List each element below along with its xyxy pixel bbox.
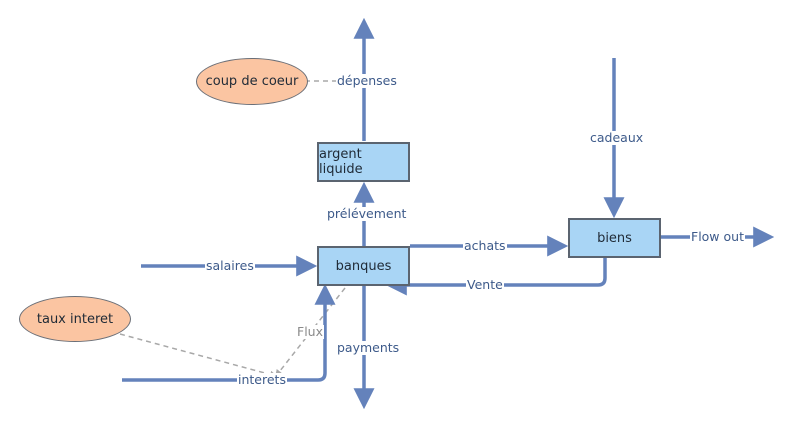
flow-vente[interactable] [385,258,607,296]
flow-label-vente: Vente [466,277,504,292]
link-taux-interet-to-interets[interactable] [119,333,278,379]
stock-banques-label: banques [335,258,392,274]
variable-taux-interet-label: taux interet [36,311,114,327]
flow-label-interets: interets [237,372,287,387]
flow-label-prelevement: prélévement [326,206,408,221]
flow-label-cadeaux: cadeaux [589,130,645,145]
flow-label-salaires: salaires [205,258,255,273]
stock-biens-label: biens [597,230,632,246]
variable-coup-de-coeur[interactable]: coup de coeur [196,58,308,105]
flow-label-flow-out: Flow out [690,229,745,244]
variable-taux-interet[interactable]: taux interet [19,296,131,342]
flow-label-achats: achats [463,238,507,253]
stock-argent-liquide[interactable]: argent liquide [317,142,410,182]
link-label-flux: Flux [296,324,324,339]
flow-label-depenses: dépenses [336,73,398,88]
variable-coup-de-coeur-label: coup de coeur [205,74,299,89]
flow-label-payments: payments [336,340,401,355]
stock-biens[interactable]: biens [568,218,661,258]
stock-banques[interactable]: banques [317,246,410,286]
stock-argent-liquide-label: argent liquide [319,147,363,177]
flow-interets[interactable] [122,283,336,382]
